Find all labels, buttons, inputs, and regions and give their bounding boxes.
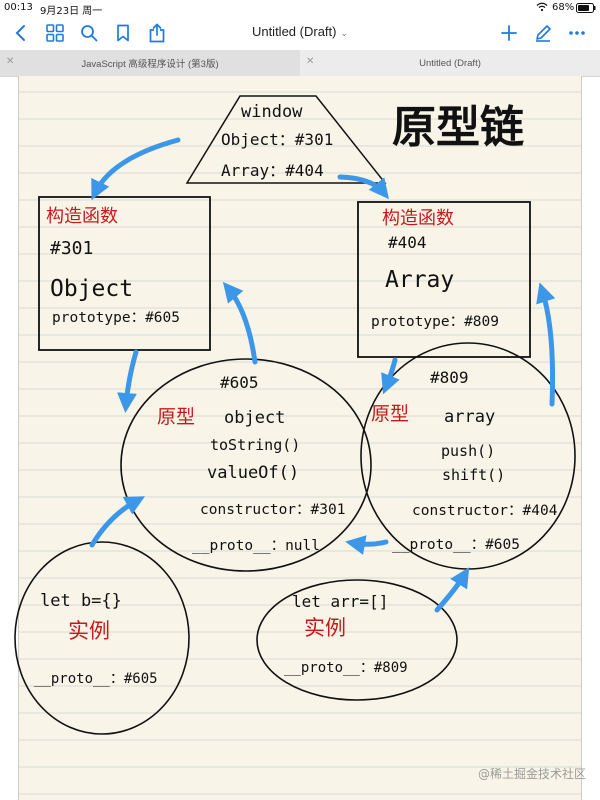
- document-title[interactable]: Untitled (Draft)⌄: [251, 24, 349, 39]
- instance-array-dunder-proto: __proto__：#809: [284, 660, 408, 676]
- watermark: @稀土掘金技术社区: [477, 767, 586, 781]
- grid-icon[interactable]: [44, 22, 66, 44]
- ctor-object-box: [38, 196, 211, 351]
- bookmark-icon[interactable]: [112, 22, 134, 44]
- more-icon[interactable]: [566, 22, 588, 44]
- ctor-array-prototype: prototype：#809: [371, 314, 499, 330]
- proto-array-constructor: constructor：#404: [412, 503, 558, 519]
- proto-object-method-tostring: toString(): [210, 436, 300, 454]
- back-icon[interactable]: [10, 22, 32, 44]
- wifi-icon: [536, 2, 548, 15]
- proto-array-tag: 原型: [371, 403, 409, 425]
- window-object-ref: Object：#301: [221, 130, 333, 149]
- pen-icon[interactable]: [532, 22, 554, 44]
- window-array-ref: Array：#404: [221, 161, 324, 180]
- instance-object-code: let b={}: [40, 591, 122, 611]
- instance-array-code: let arr=[]: [292, 592, 388, 611]
- arrow-instance-to-array-proto: [434, 567, 470, 613]
- window-title: window: [241, 102, 303, 122]
- diagram-heading: 原型链: [392, 102, 524, 153]
- add-icon[interactable]: [498, 22, 520, 44]
- status-time: 00:13: [4, 2, 33, 13]
- proto-object-method-valueof: valueOf(): [207, 463, 299, 483]
- close-icon[interactable]: ✕: [6, 56, 15, 67]
- ruled-lines: [19, 91, 581, 795]
- ctor-object-address: #301: [50, 238, 93, 259]
- instance-object-ellipse: [14, 541, 190, 735]
- close-icon[interactable]: ✕: [306, 56, 315, 67]
- arrow-instance-to-object-proto: [89, 496, 146, 548]
- proto-array-name: array: [444, 407, 495, 427]
- ctor-object-name: Object: [50, 276, 133, 302]
- arrow-proto-to-object-ctor: [222, 281, 258, 365]
- ctor-object-prototype: prototype：#605: [52, 310, 180, 326]
- toolbar: Untitled (Draft)⌄: [0, 16, 600, 50]
- instance-array-tag: 实例: [304, 616, 346, 640]
- proto-array-dunder-proto: __proto__：#605: [392, 537, 520, 553]
- proto-object-constructor: constructor：#301: [200, 502, 345, 518]
- arrow-object-ctor-to-proto: [116, 349, 139, 413]
- ctor-array-address: #404: [388, 233, 427, 252]
- chevron-down-icon[interactable]: ⌄: [340, 28, 349, 38]
- proto-object-name: object: [224, 408, 285, 428]
- proto-object-dunder-proto: __proto__：null: [192, 538, 320, 554]
- ctor-object-tag: 构造函数: [46, 206, 118, 227]
- ctor-array-box: [357, 201, 531, 358]
- proto-array-address: #809: [430, 368, 469, 387]
- page-margin-left: [18, 76, 19, 800]
- arrow-proto-to-array-ctor: [536, 282, 556, 407]
- tab-javascript-book[interactable]: ✕ JavaScript 高级程序设计 (第3版): [0, 50, 300, 76]
- ctor-array-tag: 构造函数: [382, 208, 454, 229]
- tab-untitled-draft[interactable]: ✕ Untitled (Draft): [306, 56, 481, 69]
- instance-object-tag: 实例: [68, 619, 110, 643]
- proto-object-address: #605: [220, 373, 259, 392]
- instance-object-dunder-proto: __proto__：#605: [34, 671, 158, 687]
- arrow-window-to-array-ctor: [337, 174, 390, 200]
- arrow-window-to-object-ctor: [91, 137, 181, 201]
- proto-object-ellipse: [120, 358, 372, 572]
- tab-bar: ✕ JavaScript 高级程序设计 (第3版) ✕ Untitled (Dr…: [0, 50, 600, 77]
- share-icon[interactable]: [146, 22, 168, 44]
- arrow-array-proto-to-object-proto: [345, 535, 389, 555]
- page-margin-right: [581, 76, 582, 800]
- ctor-array-name: Array: [385, 267, 454, 293]
- search-icon[interactable]: [78, 22, 100, 44]
- arrow-array-ctor-to-proto: [381, 357, 400, 395]
- battery-icon: [576, 3, 596, 16]
- proto-array-method-shift: shift(): [442, 466, 505, 484]
- proto-object-tag: 原型: [157, 406, 195, 428]
- instance-array-ellipse: [256, 579, 458, 701]
- proto-array-method-push: push(): [441, 442, 495, 460]
- status-bar: 00:13 9月23日 周一 68%: [0, 0, 600, 17]
- battery-level: 68%: [552, 2, 575, 13]
- status-date: 9月23日 周一: [40, 6, 103, 17]
